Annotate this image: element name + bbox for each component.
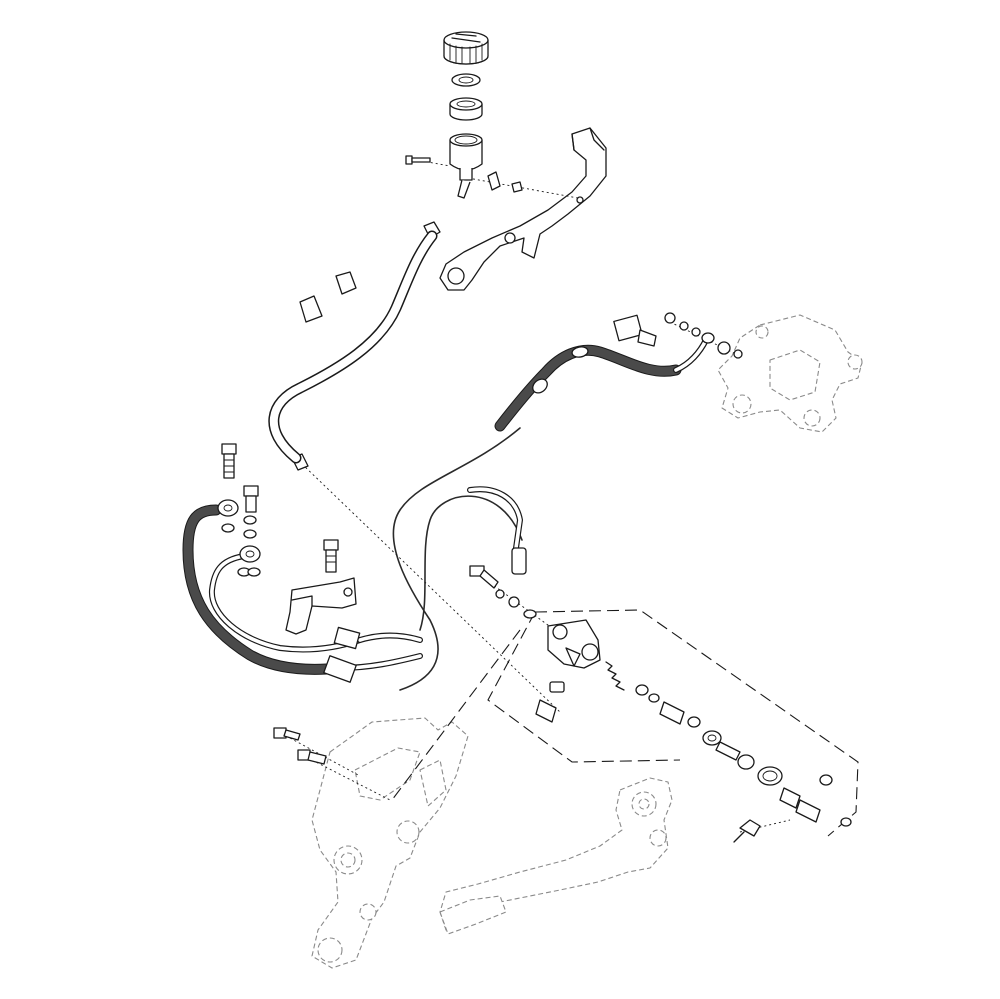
footrest-bracket	[311, 717, 469, 969]
reservoir-cap	[443, 31, 489, 65]
brake-pipe-assembly	[182, 504, 423, 683]
pipe-bracket	[285, 577, 357, 635]
rear-master-cylinder	[469, 565, 601, 669]
brake-pedal	[439, 777, 673, 935]
pushrod-clevis	[733, 774, 852, 843]
rear-brake-hose	[494, 332, 715, 432]
abs-sensor-brake-line	[613, 312, 743, 359]
abs-sensor-wiring	[392, 427, 523, 691]
reservoir-diaphragm	[449, 97, 483, 121]
reservoir-hose	[268, 230, 438, 464]
footrest-bolts	[273, 727, 327, 765]
union-bolts-and-washers	[217, 443, 339, 577]
reservoir-tank	[449, 133, 483, 199]
master-cylinder-feed-pipe	[467, 486, 527, 575]
rear-caliper	[717, 314, 863, 433]
master-cylinder-internals	[535, 661, 783, 786]
reservoir-mount-bolt	[405, 155, 523, 193]
reservoir-bracket	[439, 127, 607, 291]
reservoir-diaphragm-plate	[451, 73, 481, 87]
